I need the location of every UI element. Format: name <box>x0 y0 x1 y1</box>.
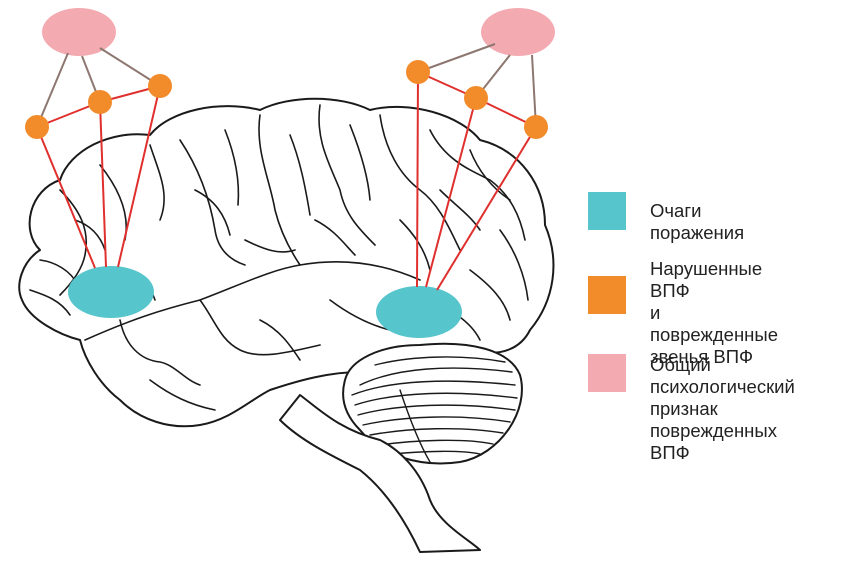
symptom-right <box>481 8 555 56</box>
legend-label-symptom: Общий психологический признак поврежденн… <box>650 354 795 464</box>
legend-label-impaired: Нарушенные ВПФ и поврежденные звенья ВПФ <box>650 258 778 368</box>
symptom-left <box>42 8 116 56</box>
node <box>25 115 49 139</box>
lesion-right <box>376 286 462 338</box>
brain-illustration <box>19 99 553 552</box>
lesion-left <box>68 266 154 318</box>
node <box>88 90 112 114</box>
node <box>524 115 548 139</box>
legend: Очаги поражения Нарушенные ВПФ и поврежд… <box>588 0 860 558</box>
node <box>464 86 488 110</box>
legend-label-lesion: Очаги поражения <box>650 200 744 244</box>
legend-swatch-impaired <box>588 276 626 314</box>
node <box>406 60 430 84</box>
legend-swatch-symptom <box>588 354 626 392</box>
legend-swatch-lesion <box>588 192 626 230</box>
node <box>148 74 172 98</box>
